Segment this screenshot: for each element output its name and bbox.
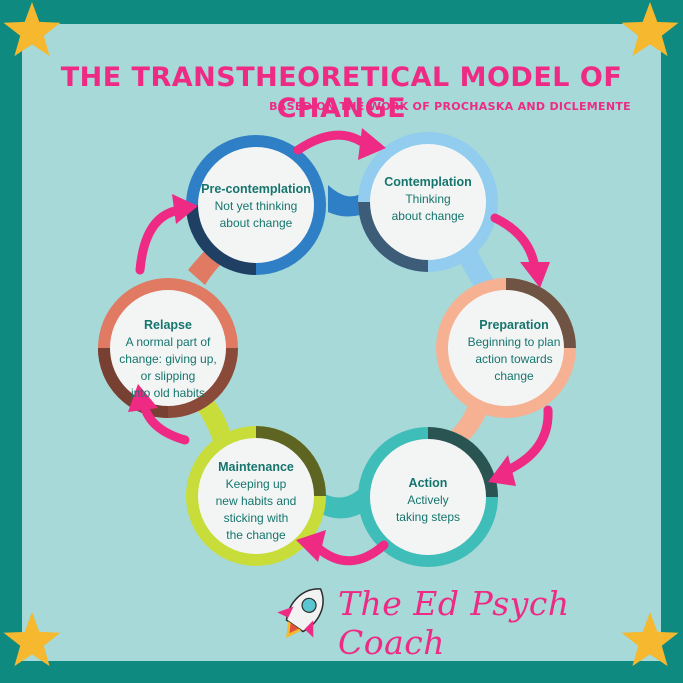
- ring-action: [358, 427, 498, 567]
- stage-name: Relapse: [144, 318, 192, 332]
- arrow-to-preparation: [490, 213, 540, 273]
- cycle-arrows: [135, 130, 553, 566]
- arrow-to-contemplation: [293, 130, 367, 155]
- ring-contemplation: [358, 132, 498, 272]
- arrow-to-pre-contemplation: [135, 205, 185, 275]
- stage-action: Action Actively taking steps: [353, 475, 503, 526]
- stage-name: Pre-contemplation: [201, 182, 311, 196]
- star-icon-top-left: [3, 2, 61, 57]
- arrow-to-maintenance: [313, 540, 389, 566]
- stage-contemplation: Contemplation Thinking about change: [353, 174, 503, 225]
- rocket-icon: [277, 588, 324, 639]
- star-icon-top-right: [621, 2, 679, 57]
- ring-relapse: [98, 278, 238, 418]
- stage-description: Not yet thinking about change: [214, 199, 298, 230]
- stage-name: Action: [408, 476, 448, 490]
- stage-preparation: Preparation Beginning to plan action tow…: [439, 317, 589, 385]
- stage-description: Thinking about change: [391, 192, 465, 223]
- stage-description: Beginning to plan action towards change: [467, 335, 561, 383]
- star-icon-bottom-left: [3, 612, 61, 667]
- stage-name: Contemplation: [384, 175, 472, 189]
- stage-name: Maintenance: [218, 460, 294, 474]
- stage-pre-contemplation: Pre-contemplation Not yet thinking about…: [181, 181, 331, 232]
- brand-name: The Ed Psych Coach: [338, 584, 570, 662]
- ring-preparation: [436, 278, 576, 418]
- arrow-heads: [128, 128, 550, 562]
- ring-maintenance: [186, 426, 326, 566]
- diagram-title: THE TRANSTHEORETICAL MODEL OF CHANGE: [60, 62, 623, 124]
- stage-description: Actively taking steps: [395, 493, 461, 524]
- stage-description: Keeping up new habits and sticking with …: [215, 477, 297, 542]
- diagram-subtitle: BASED ON THE WORK OF PROCHASKA AND DICLE…: [269, 100, 631, 113]
- ring-pre-contemplation: [186, 135, 326, 275]
- stage-description: A normal part of change: giving up, or s…: [119, 335, 217, 400]
- stage-maintenance: Maintenance Keeping up new habits and st…: [181, 459, 331, 544]
- star-icon-bottom-right: [621, 612, 679, 667]
- stage-relapse: Relapse A normal part of change: giving …: [93, 317, 243, 402]
- stage-name: Preparation: [479, 318, 549, 332]
- arrow-to-action: [503, 405, 553, 475]
